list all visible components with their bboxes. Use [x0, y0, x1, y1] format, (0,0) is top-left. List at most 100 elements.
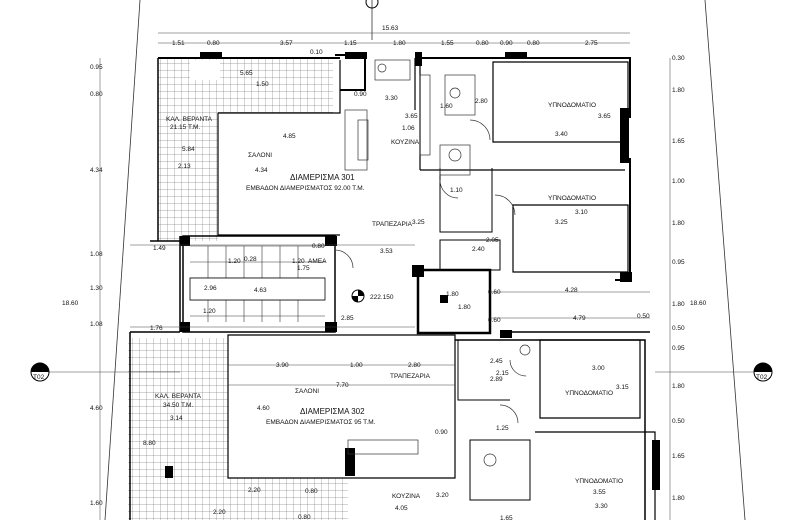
interior-dim-label: 1.80	[458, 304, 471, 311]
interior-dim-label: 2.85	[341, 315, 354, 322]
interior-dim-label: 3.00	[592, 365, 605, 372]
right-dim-label: 1.80	[672, 301, 685, 308]
staircase	[189, 245, 326, 322]
top-total-dim: 15.63	[382, 25, 399, 32]
top-dim-label: 0.80	[527, 40, 540, 47]
apt2-name: ΔΙΑΜΕΡΙΣΜΑ 302	[300, 407, 365, 416]
right-dims: 0.301.801.651.001.800.951.800.500.951.80…	[672, 55, 685, 502]
apt1-name: ΔΙΑΜΕΡΙΣΜΑ 301	[290, 173, 355, 182]
interior-dim-label: 0.28	[244, 256, 257, 263]
room-bedroom-4: ΥΠΝΟΔΟΜΑΤΙΟ	[575, 478, 623, 485]
interior-dim-label: 1.20	[203, 308, 216, 315]
interior-dim-label: 1.10	[450, 187, 463, 194]
left-dim-label: 4.60	[90, 405, 103, 412]
interior-dim-label: 2.05	[486, 237, 499, 244]
interior-dim-label: 3.14	[170, 415, 183, 422]
interior-dim-label: 2.96	[204, 285, 217, 292]
interior-dim-label: 0.80	[312, 243, 325, 250]
veranda-top-tiles-b	[218, 58, 333, 113]
veranda1-area: 21.15 Τ.Μ.	[170, 124, 200, 131]
interior-dim-label: 0.90	[435, 429, 448, 436]
interior-dim-label: 3.53	[380, 248, 393, 255]
right-dim-label: 1.80	[672, 87, 685, 94]
interior-dim-label: 1.00	[350, 362, 363, 369]
right-dim-label: 0.50	[672, 418, 685, 425]
interior-dim-label: 2.15	[496, 370, 509, 377]
right-dim-label: 0.95	[672, 345, 685, 352]
room-kouzina-2: ΚΟΥΖΙΝΑ	[392, 493, 421, 500]
interior-dims: 3.65 1.06 3.40 3.65 4.85 5.84 2.13 4.34 1.10 3.10…	[143, 113, 650, 520]
interior-dim-label: 2.40	[472, 246, 485, 253]
interior-dim-label: 5.84	[182, 146, 195, 153]
interior-dim-label: 1.20	[292, 258, 305, 265]
left-total-dim: 18.60	[62, 300, 79, 307]
interior-dim-label: 4.05	[395, 505, 408, 512]
veranda2-area: 34.50 Τ.Μ.	[163, 402, 193, 409]
top-sub-dim-label: 2.80	[475, 98, 488, 105]
top-dim-label: 3.57	[280, 40, 293, 47]
section-label-right: T02	[756, 374, 768, 381]
veranda-bottom-tiles	[128, 338, 228, 520]
fixtures	[334, 59, 531, 467]
interior-dim-label: 2.80	[408, 362, 421, 369]
interior-dim-label: 3.15	[616, 384, 629, 391]
left-dim-label: 1.08	[90, 321, 103, 328]
interior-dim-label: 0.80	[305, 488, 318, 495]
interior-dim-label: 3.40	[555, 131, 568, 138]
veranda1-name: ΚΑΛ. ΒΕΡΑΝΤΑ	[166, 116, 213, 123]
interior-dim-label: 4.28	[565, 287, 578, 294]
interior-dim-label: 0.60	[488, 317, 501, 324]
interior-dim-label: 3.10	[575, 209, 588, 216]
room-amea: ΑΜΕΑ	[308, 258, 327, 265]
top-dim-label: 0.90	[500, 40, 513, 47]
section-marker-left	[30, 362, 50, 382]
interior-dim-label: 4.34	[255, 167, 268, 174]
interior-dim-label: 2.20	[248, 487, 261, 494]
interior-dim-label: 3.20	[436, 492, 449, 499]
right-dim-label: 0.30	[672, 55, 685, 62]
interior-dim-label: 4.63	[254, 287, 267, 294]
interior-dim-label: 2.45	[490, 358, 503, 365]
top-dim-label: 1.55	[441, 40, 454, 47]
interior-dim-label: 3.55	[593, 489, 606, 496]
room-kouzina-1: ΚΟΥΖΙΝΑ	[391, 139, 420, 146]
interior-dim-label: 3.65	[598, 113, 611, 120]
left-dims: 0.950.804.341.081.301.084.601.60	[90, 64, 103, 507]
interior-dim-label: 1.25	[496, 425, 509, 432]
interior-dim-label: 2.13	[178, 163, 191, 170]
section-label-left: T02	[33, 374, 45, 381]
top-dim-label: 1.51	[172, 40, 185, 47]
right-dim-label: 0.50	[672, 325, 685, 332]
interior-dim-label: 2.89	[490, 376, 503, 383]
veranda-top-tiles	[158, 58, 218, 241]
interior-dim-label: 1.20	[228, 258, 241, 265]
interior-dim-label: 1.65	[500, 515, 513, 520]
interior-dim-label: 3.25	[412, 219, 425, 226]
interior-dim-label: 3.65	[405, 113, 418, 120]
right-dim-label: 1.80	[672, 383, 685, 390]
interior-dim-label: 4.85	[283, 133, 296, 140]
interior-dim-label: 7.70	[336, 382, 349, 389]
left-dim-label: 1.08	[90, 251, 103, 258]
top-dim-label: 1.80	[393, 40, 406, 47]
interior-dim-label: 3.25	[555, 219, 568, 226]
section-marker-right	[753, 362, 773, 382]
interior-dim-label: 8.80	[143, 440, 156, 447]
veranda2-name: ΚΑΛ. ΒΕΡΑΝΤΑ	[155, 393, 202, 400]
interior-dim-label: 3.30	[595, 503, 608, 510]
interior-dim-label: 1.49	[153, 245, 166, 252]
interior-dim-label: 0.80	[298, 514, 311, 520]
level-marker	[351, 289, 365, 303]
left-dim-label: 4.34	[90, 167, 103, 174]
interior-dim-label: 3.90	[276, 362, 289, 369]
right-dim-label: 1.00	[672, 178, 685, 185]
room-saloni-2: ΣΑΛΟΝΙ	[295, 388, 319, 395]
top-dim-label: 2.75	[585, 40, 598, 47]
interior-dim-label: 1.06	[402, 125, 415, 132]
site-boundary	[104, 0, 746, 520]
top-dim-label: 0.80	[207, 40, 220, 47]
interior-dim-label: 4.60	[257, 405, 270, 412]
top-sub-dim-label: 0.90	[354, 91, 367, 98]
top-sub-dim-label: 0.10	[310, 49, 323, 56]
